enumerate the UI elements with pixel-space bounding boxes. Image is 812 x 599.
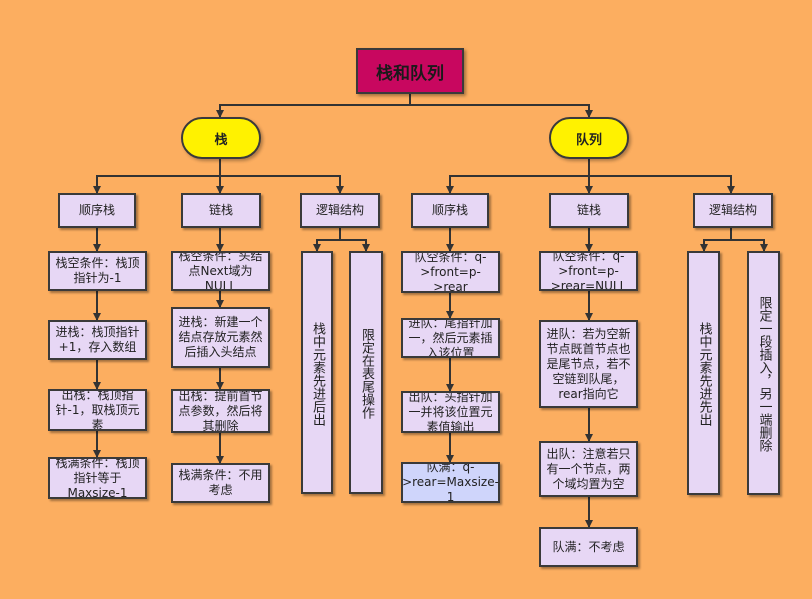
queue-seq-empty-node[interactable]: 队空条件：q->front=p->rear	[401, 251, 500, 293]
stack-linked-empty-node[interactable]: 栈空条件：头结点Next域为NULL	[171, 251, 270, 291]
queue-linked-dequeue-node[interactable]: 出队：注意若只有一个节点，两个域均置为空	[539, 441, 638, 497]
root-node[interactable]: 栈和队列	[356, 48, 464, 94]
stack-logical-rule2-node[interactable]: 限定在表尾操作	[349, 251, 383, 494]
stack-seq-pop-node[interactable]: 出栈：栈顶指针-1，取栈顶元素	[48, 389, 147, 431]
queue-linked-empty-node[interactable]: 队空条件：q->front=p->rear=NULL	[539, 251, 638, 291]
stack-logical-node[interactable]: 逻辑结构	[300, 193, 380, 228]
stack-linked-node[interactable]: 链栈	[181, 193, 261, 228]
queue-sequential-node[interactable]: 顺序栈	[411, 193, 489, 228]
queue-seq-dequeue-node[interactable]: 出队：头指针加一并将该位置元素值输出	[401, 391, 500, 433]
queue-linked-enqueue-node[interactable]: 进队：若为空新节点既首节点也是尾节点，若不空链到队尾，rear指向它	[539, 320, 638, 408]
stack-seq-push-node[interactable]: 进栈：栈顶指针+1，存入数组	[48, 320, 147, 360]
queue-seq-full-node[interactable]: 队满：q->rear=Maxsize-1	[401, 462, 500, 503]
queue-linked-full-node[interactable]: 队满：不考虑	[539, 527, 638, 567]
stack-linked-pop-node[interactable]: 出栈：提前首节点参数，然后将其删除	[171, 389, 270, 433]
stack-logical-rule1-node[interactable]: 栈中元素先进后出	[301, 251, 333, 494]
stack-linked-full-node[interactable]: 栈满条件：不用考虑	[171, 463, 270, 503]
queue-linked-node[interactable]: 链栈	[549, 193, 629, 228]
stack-seq-full-node[interactable]: 栈满条件：栈顶指针等于Maxsize-1	[48, 457, 147, 499]
queue-seq-enqueue-node[interactable]: 进队：尾指针加一，然后元素插入该位置	[401, 318, 500, 358]
queue-logical-rule1-node[interactable]: 栈中元素先进先出	[687, 251, 720, 495]
queue-logical-node[interactable]: 逻辑结构	[693, 193, 773, 228]
stack-node[interactable]: 栈	[181, 117, 261, 159]
queue-node[interactable]: 队列	[549, 117, 629, 159]
stack-sequential-node[interactable]: 顺序栈	[58, 193, 136, 228]
queue-logical-rule2-node[interactable]: 限定一段插入，另一端删除	[747, 251, 780, 495]
stack-seq-empty-node[interactable]: 栈空条件：栈顶指针为-1	[48, 251, 147, 291]
stack-linked-push-node[interactable]: 进栈：新建一个结点存放元素然后插入头结点	[171, 307, 270, 368]
